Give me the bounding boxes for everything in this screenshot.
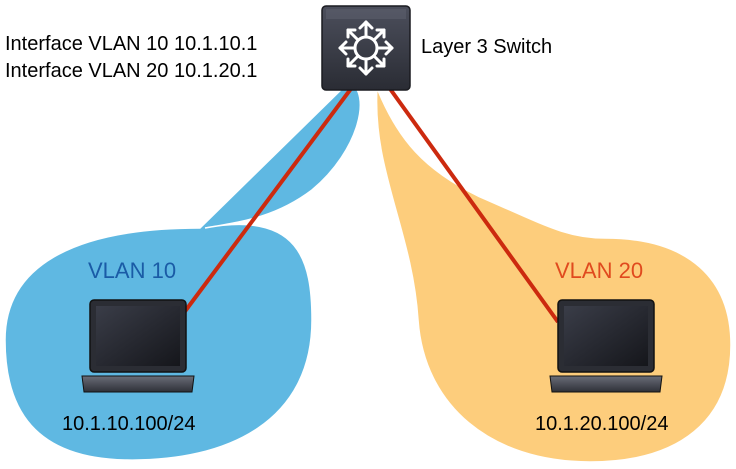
layer3-switch-icon[interactable]	[321, 5, 411, 91]
vlan-20-label: VLAN 20	[555, 258, 643, 283]
laptop-icon[interactable]	[81, 299, 195, 393]
link-vlan-10	[178, 84, 355, 320]
host-address-vlan-10: 10.1.10.100/24	[62, 413, 195, 435]
host-address-vlan-20: 10.1.20.100/24	[535, 413, 668, 435]
link-vlan-20	[386, 84, 560, 324]
switch-label: Layer 3 Switch	[421, 36, 552, 58]
interface-vlan-10: Interface VLAN 10 10.1.10.1	[5, 33, 257, 55]
laptop-icon[interactable]	[549, 299, 663, 393]
vlan-10-zone	[4, 81, 362, 461]
vlan-10-label: VLAN 10	[88, 258, 176, 283]
interface-vlan-20: Interface VLAN 20 10.1.20.1	[5, 60, 257, 82]
